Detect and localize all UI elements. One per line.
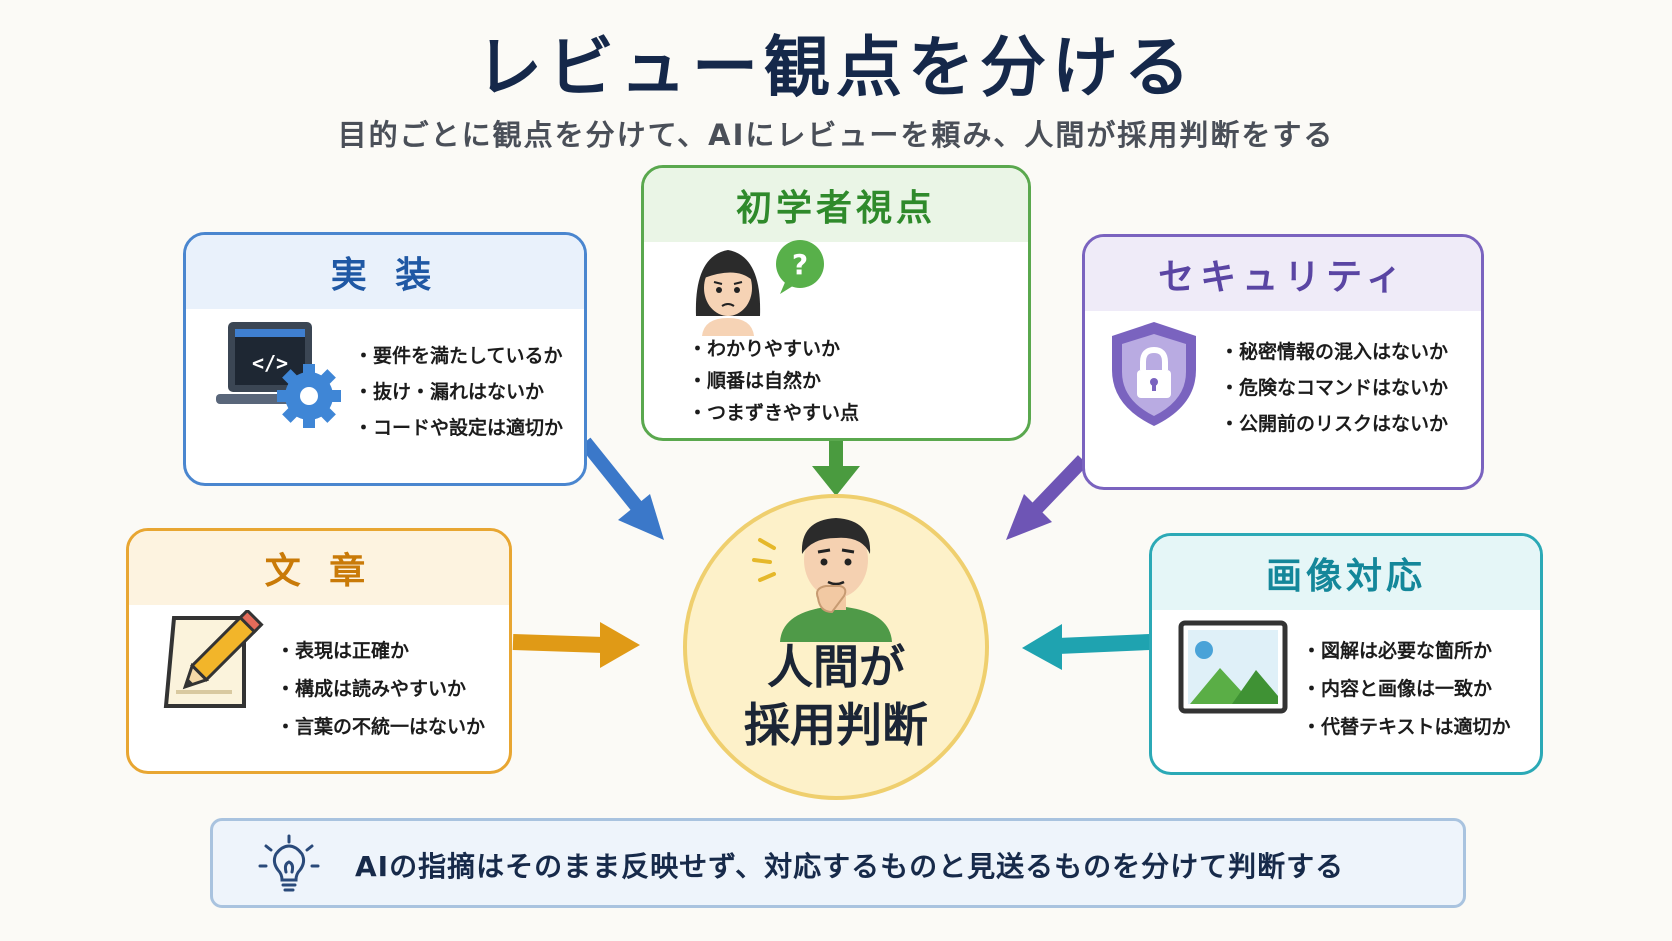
card-beginner-list: わかりやすいか 順番は自然か つまずきやすい点 <box>688 333 859 429</box>
list-item: 抜け・漏れはないか <box>354 374 563 410</box>
decision-label-line1: 人間が <box>767 640 905 694</box>
list-item: コードや設定は適切か <box>354 410 563 446</box>
page-subtitle: 目的ごとに観点を分けて、AIにレビューを頼み、人間が採用判断をする <box>337 118 1335 152</box>
list-item: わかりやすいか <box>688 333 859 365</box>
list-item: 秘密情報の混入はないか <box>1220 334 1448 370</box>
list-item: 代替テキストは適切か <box>1302 708 1510 746</box>
list-item: 言葉の不統一はないか <box>276 708 485 746</box>
arrow-beginner <box>812 440 860 496</box>
list-item: 内容と画像は一致か <box>1302 670 1510 708</box>
list-item: 公開前のリスクはないか <box>1220 406 1448 442</box>
card-security-title: セキュリティ <box>1085 237 1481 311</box>
arrow-image <box>1022 624 1151 670</box>
list-item: 図解は必要な箇所か <box>1302 632 1510 670</box>
page-title: レビュー観点を分ける <box>476 29 1196 106</box>
card-implementation-title: 実 装 <box>186 235 584 309</box>
decision-label-line2: 採用判断 <box>744 698 928 752</box>
svg-text:</>: </> <box>252 351 288 375</box>
card-security-list: 秘密情報の混入はないか 危険なコマンドはないか 公開前のリスクはないか <box>1220 334 1448 442</box>
list-item: 危険なコマンドはないか <box>1220 370 1448 406</box>
list-item: 要件を満たしているか <box>354 338 563 374</box>
pencil-paper-icon <box>163 610 264 708</box>
card-implementation-list: 要件を満たしているか 抜け・漏れはないか コードや設定は適切か <box>354 338 563 446</box>
picture-icon <box>1178 620 1288 714</box>
thinking-person-icon <box>752 518 892 642</box>
arrow-impl <box>579 437 664 540</box>
decision-label: 人間が 採用判断 <box>683 638 989 754</box>
card-writing-title: 文 章 <box>129 531 509 605</box>
svg-text:?: ? <box>792 248 808 281</box>
arrow-writing <box>512 622 640 668</box>
card-beginner-title: 初学者視点 <box>644 168 1028 242</box>
shield-lock-icon <box>1112 322 1196 426</box>
laptop-code-gear-icon: </> <box>216 322 341 428</box>
card-image-list: 図解は必要な箇所か 内容と画像は一致か 代替テキストは適切か <box>1302 632 1510 746</box>
footer-note-text: AIの指摘はそのまま反映せず、対応するものと見送るものを分けて判断する <box>355 850 1345 883</box>
footer-note-box <box>210 818 1466 908</box>
card-writing-list: 表現は正確か 構成は読みやすいか 言葉の不統一はないか <box>276 632 485 746</box>
list-item: 構成は読みやすいか <box>276 670 485 708</box>
confused-person-question-icon: ? <box>695 240 824 336</box>
list-item: つまずきやすい点 <box>688 397 859 429</box>
arrow-security <box>1006 455 1089 540</box>
lightbulb-icon <box>258 834 320 892</box>
list-item: 順番は自然か <box>688 365 859 397</box>
card-image-title: 画像対応 <box>1152 536 1540 610</box>
list-item: 表現は正確か <box>276 632 485 670</box>
